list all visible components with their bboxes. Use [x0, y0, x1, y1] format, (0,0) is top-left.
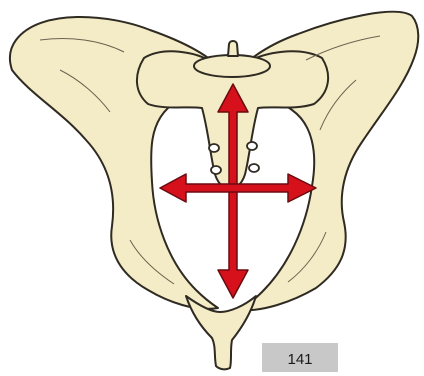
pubic-arch	[186, 296, 256, 369]
vertebral-disk	[194, 55, 270, 77]
spinous-process	[228, 41, 238, 56]
page-number-badge: 141	[262, 343, 338, 372]
page-number: 141	[287, 351, 312, 368]
